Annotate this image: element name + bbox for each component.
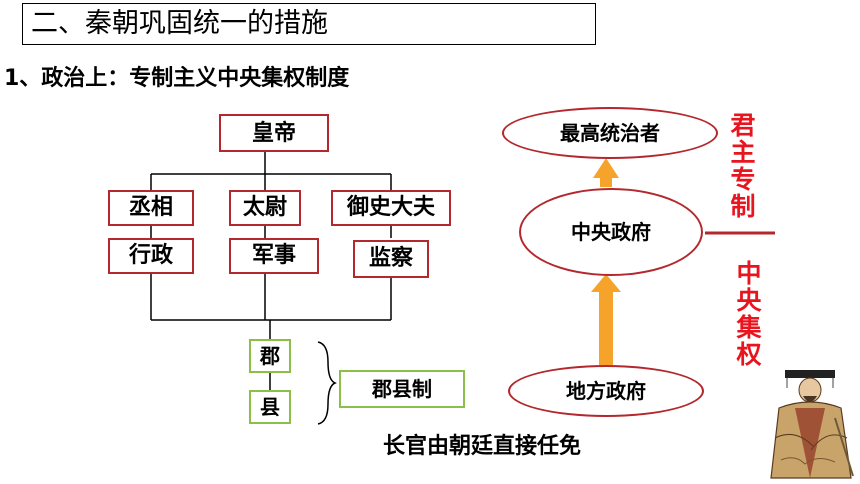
local-government-ellipse: 地方政府 [508, 365, 704, 417]
duty-administration: 行政 [108, 238, 194, 274]
autocracy-label: 君主专制 [730, 111, 756, 221]
qin-emperor-illustration [770, 370, 854, 479]
appointment-note: 长官由朝廷直接任免 [383, 434, 582, 459]
censor-box: 御史大夫 [331, 190, 451, 226]
subsection-heading: 1、政治上：专制主义中央集权制度 [4, 66, 350, 91]
commandery-county-system-box: 郡县制 [339, 370, 465, 408]
county-box: 县 [249, 390, 291, 424]
duty-military: 军事 [229, 238, 319, 274]
arrow-up-lower [591, 274, 621, 365]
chancellor-box: 丞相 [108, 190, 194, 226]
supreme-ruler-ellipse: 最高统治者 [502, 107, 718, 159]
duty-supervision: 监察 [353, 240, 429, 278]
arrow-up-upper [593, 158, 619, 187]
defense-chief-box: 太尉 [229, 190, 301, 226]
section-heading: 二、秦朝巩固统一的措施 [22, 3, 596, 45]
commandery-box: 郡 [249, 339, 291, 373]
central-government-ellipse: 中央政府 [519, 188, 703, 276]
emperor-box: 皇帝 [219, 114, 329, 152]
centralization-label: 中央集权 [736, 259, 762, 369]
